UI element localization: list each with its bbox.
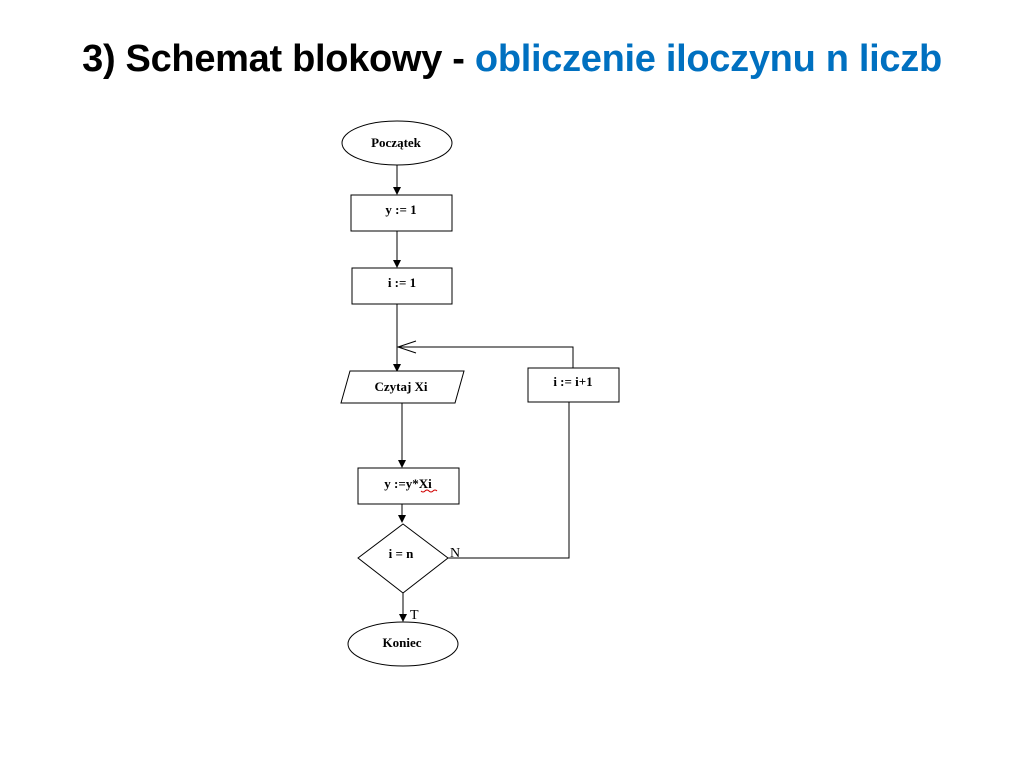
loop-arrowhead (396, 340, 417, 354)
init-y-node: y := 1 (350, 194, 453, 232)
label-no: N (450, 546, 460, 561)
end-node: Koniec (347, 621, 459, 667)
increment-label: i := i+1 (553, 374, 592, 389)
read-node: Czytaj Xi (340, 370, 465, 404)
condition-label: i = n (389, 546, 415, 561)
title-accent: obliczenie iloczynu n liczb (474, 38, 942, 80)
start-label: Początek (371, 135, 422, 150)
multiply-node: y :=y*Xi (357, 467, 460, 505)
condition-node: i = n (357, 523, 449, 594)
increment-node: i := i+1 (527, 367, 620, 403)
init-i-node: i := 1 (351, 267, 453, 305)
edge-increment-loop-back (398, 346, 574, 368)
slide-title: 3) Schemat blokowy - obliczenie iloczynu… (0, 38, 1024, 81)
init-y-label: y := 1 (385, 202, 416, 217)
start-node: Początek (341, 120, 453, 166)
label-yes: T (410, 608, 419, 623)
multiply-label: y :=y*Xi (384, 476, 432, 491)
title-prefix: 3) Schemat blokowy - (82, 38, 475, 80)
spellcheck-underline (420, 489, 438, 493)
read-label: Czytaj Xi (374, 379, 427, 394)
end-label: Koniec (383, 635, 422, 650)
init-i-label: i := 1 (388, 275, 416, 290)
edge-condition-no-to-increment (448, 402, 570, 559)
